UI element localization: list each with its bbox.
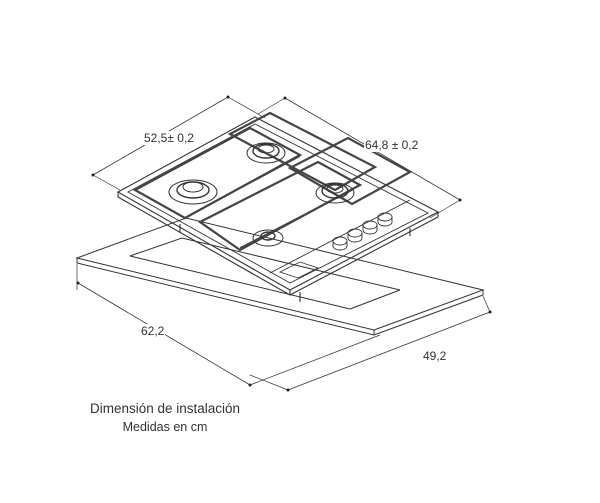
burner-rear-left xyxy=(246,142,286,164)
cutout-depth-dimension xyxy=(249,295,491,391)
knob-1 xyxy=(332,236,348,251)
burner-front-right xyxy=(252,229,284,247)
cutout-width-label: 62,2 xyxy=(140,324,166,338)
knob-3 xyxy=(362,220,378,235)
gas-hob xyxy=(116,116,440,302)
knob-4 xyxy=(377,212,393,227)
burner-front-left xyxy=(168,179,218,205)
hob-depth-label: 64,8 ± 0,2 xyxy=(364,138,420,152)
pan-grates xyxy=(132,111,413,252)
dimension-ticks xyxy=(76,95,492,392)
knob-2 xyxy=(347,228,363,243)
countertop-slab xyxy=(75,217,485,336)
hob-width-label: 52,5± 0,2 xyxy=(143,131,195,145)
burner-rear-right xyxy=(315,182,355,204)
control-knobs xyxy=(332,212,393,251)
cutout-width-dimension xyxy=(76,264,381,386)
caption-title: Dimensión de instalación xyxy=(89,401,241,416)
cutout-depth-label: 49,2 xyxy=(422,349,448,363)
caption-subtitle: Medidas en cm xyxy=(122,420,208,434)
